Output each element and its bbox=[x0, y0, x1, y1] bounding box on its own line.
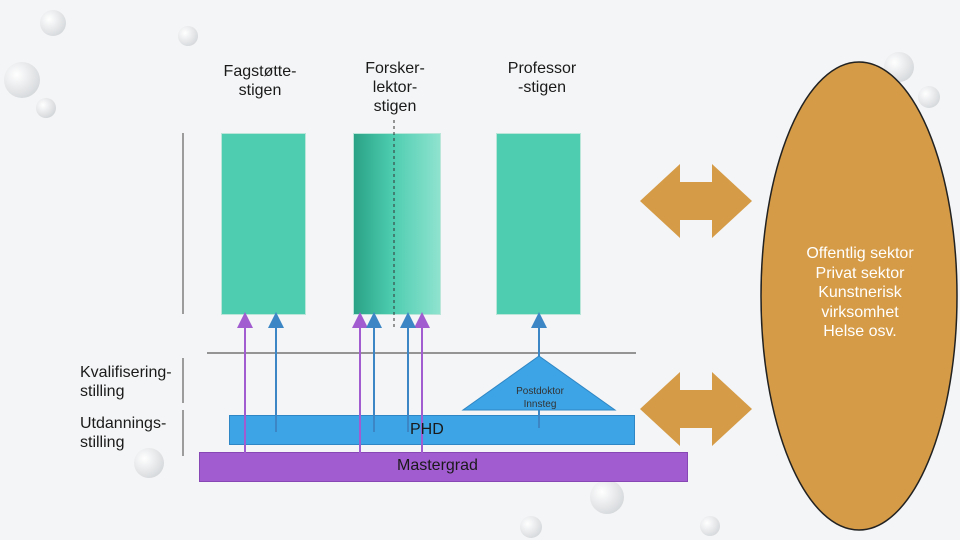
ladder-forskerlektor bbox=[353, 133, 441, 315]
background-drop bbox=[134, 448, 164, 478]
ladder-label-forskerlektor: Forsker- lektor- stigen bbox=[365, 60, 425, 115]
background-drop bbox=[700, 516, 720, 536]
sector-oval bbox=[760, 61, 958, 531]
background-drop bbox=[40, 10, 66, 36]
double-arrow-top bbox=[640, 164, 752, 238]
master-bar bbox=[199, 452, 688, 482]
double-arrow-bottom bbox=[640, 372, 752, 446]
postdoc-label: Postdoktor Innsteg bbox=[516, 386, 564, 410]
background-drop bbox=[178, 26, 198, 46]
phd-label: PHD bbox=[410, 421, 444, 438]
background-drop bbox=[918, 86, 940, 108]
background-drop bbox=[36, 98, 56, 118]
ladder-label-fagstotte: Fagstøtte- stigen bbox=[223, 63, 297, 99]
label-utdanningsstilling: Utdannings- stilling bbox=[80, 415, 167, 451]
ladder-fagstotte bbox=[221, 133, 306, 315]
background-drop bbox=[4, 62, 40, 98]
ladder-label-professor: Professor -stigen bbox=[507, 60, 577, 96]
phd-bar bbox=[229, 415, 635, 445]
master-label: Mastergrad bbox=[397, 457, 478, 474]
ladder-professor bbox=[496, 133, 581, 315]
background-drop bbox=[590, 480, 624, 514]
sector-list: Offentlig sektor Privat sektor Kunstneri… bbox=[806, 245, 914, 340]
background-drop bbox=[520, 516, 542, 538]
label-kvalifiseringstilling: Kvalifisering- stilling bbox=[80, 364, 172, 400]
